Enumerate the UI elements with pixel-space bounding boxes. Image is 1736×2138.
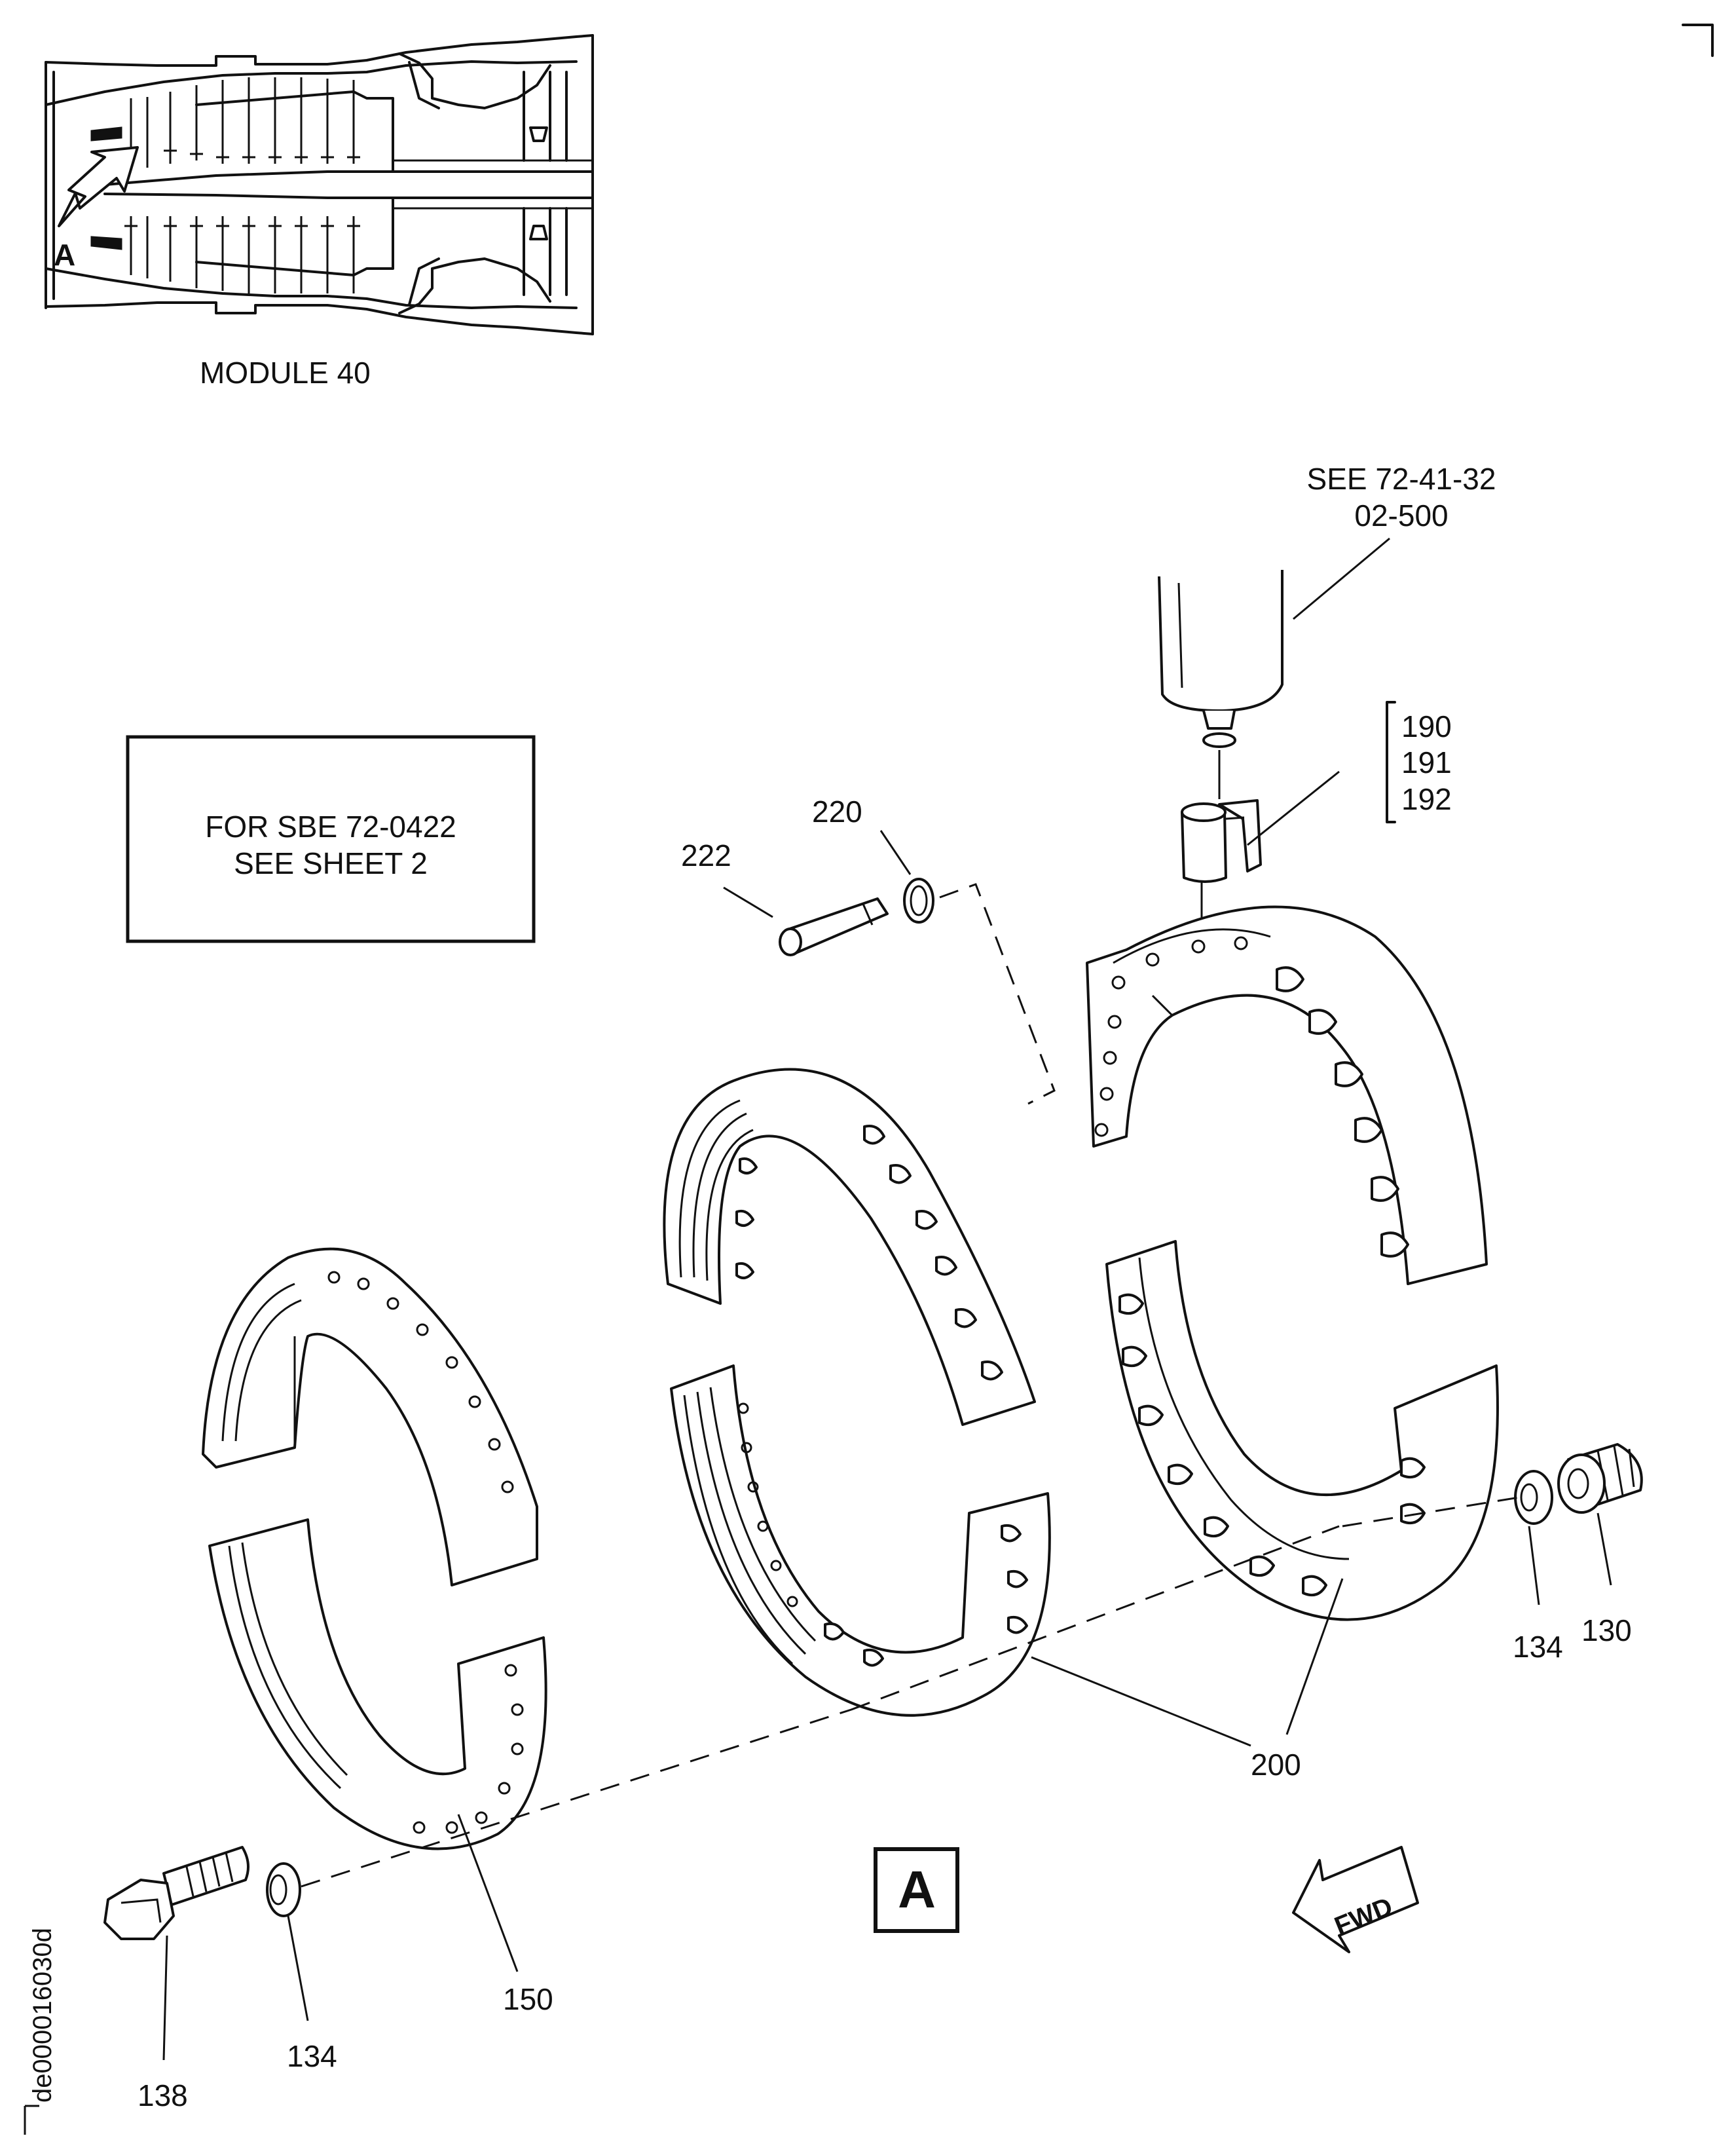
callout-190: 190	[1401, 709, 1452, 743]
corner-mark	[1682, 24, 1714, 57]
vane-ring-segment-lower	[1105, 1240, 1499, 1621]
inset-title: MODULE 40	[200, 356, 371, 390]
engine-section-inset: A MODULE 40	[45, 34, 594, 390]
view-arrow-icon	[58, 146, 139, 227]
callout-220: 220	[812, 795, 862, 829]
flange-ring-segment-upper	[202, 1247, 538, 1586]
callout-130: 130	[1581, 1613, 1632, 1647]
drawing-id: de000016030d	[28, 1928, 57, 2103]
callout-191: 191	[1401, 745, 1452, 779]
vane-ring-segment-upper	[1086, 905, 1488, 1285]
flange-ring-segment-lower	[208, 1518, 547, 1972]
washer-left	[266, 1862, 301, 1917]
note-box: FOR SBE 72-0422 SEE SHEET 2	[126, 735, 536, 943]
callout-150: 150	[503, 1982, 553, 2016]
reference-actuator: SEE 72-41-32 02-500	[1158, 462, 1496, 799]
id-bracket	[24, 2105, 39, 2135]
callout-134-left: 134	[287, 2039, 337, 2073]
note-line-2: SEE SHEET 2	[234, 846, 428, 880]
callout-138: 138	[138, 2078, 188, 2112]
reference-line-2: 02-500	[1354, 498, 1448, 533]
leader-200-a	[1031, 1656, 1251, 1747]
bushing-part: 190 191 192	[1181, 701, 1452, 969]
retaining-ring	[903, 878, 934, 924]
seal-ring-segment-upper	[663, 1068, 1036, 1426]
seal-ring-segment-lower	[670, 1364, 1051, 1717]
reference-line-1: SEE 72-41-32	[1307, 462, 1496, 496]
view-label: A	[874, 1847, 959, 1933]
fwd-arrow-icon	[1292, 1846, 1419, 1953]
pin-and-clip: 222 220	[681, 795, 1056, 1105]
leader-200-b	[1285, 1578, 1344, 1735]
forward-direction-arrow: FWD	[1292, 1846, 1419, 1953]
bolt-head	[103, 1879, 175, 1940]
callout-200: 200	[1251, 1748, 1301, 1782]
nut	[1557, 1453, 1606, 1514]
inset-view-letter: A	[54, 238, 75, 272]
bolt-assembly	[103, 1525, 1340, 2061]
nut-assembly	[1342, 1443, 1643, 1605]
callout-192: 192	[1401, 782, 1452, 816]
callout-222: 222	[681, 838, 731, 872]
callout-134-right: 134	[1513, 1630, 1563, 1664]
o-ring	[1202, 732, 1236, 748]
view-label-letter: A	[898, 1860, 936, 1919]
note-line-1: FOR SBE 72-0422	[205, 810, 456, 844]
